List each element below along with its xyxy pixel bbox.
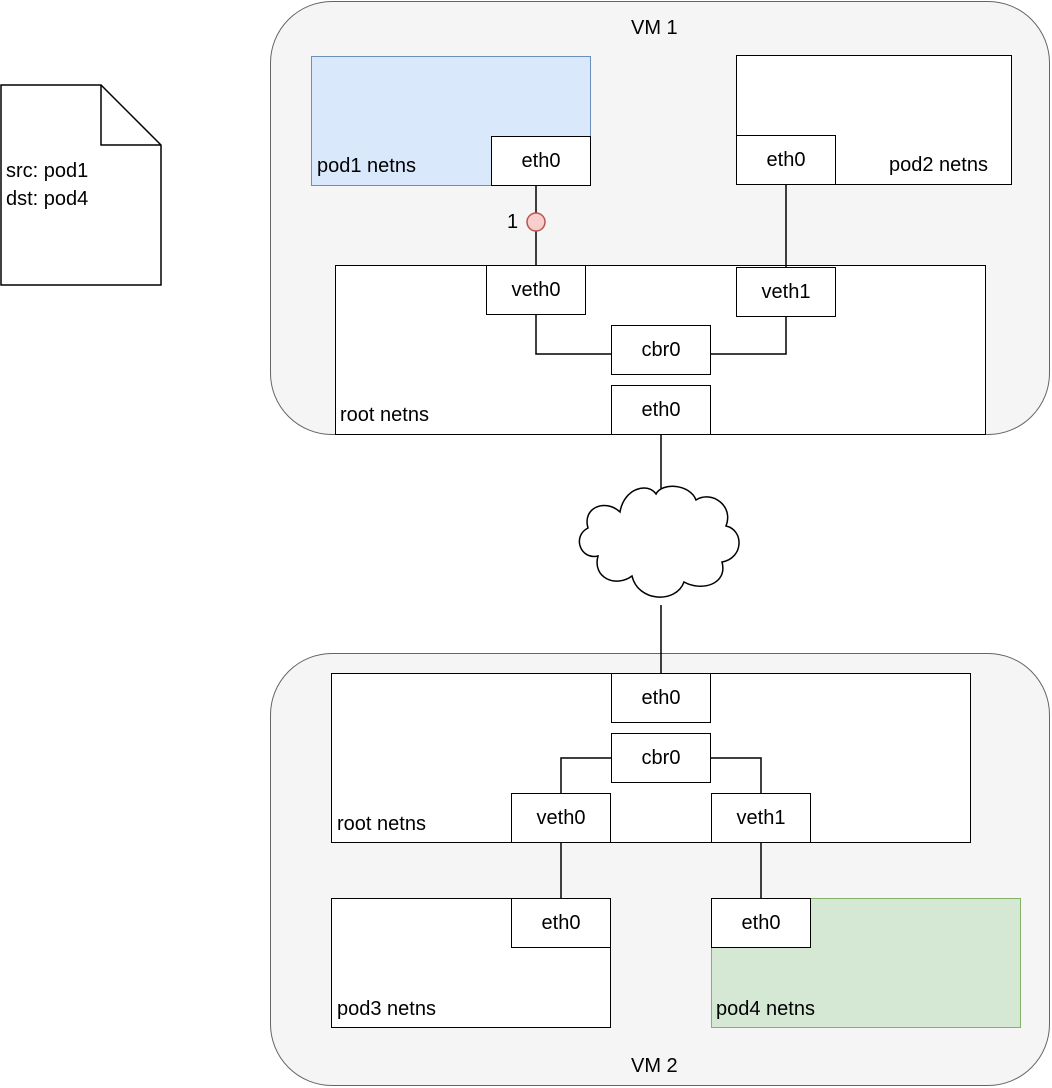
- packet-step-label: 1: [507, 211, 519, 233]
- vm2-eth0: eth0: [611, 673, 711, 723]
- vm2-veth0: veth0: [511, 793, 611, 843]
- packet-note: [0, 84, 162, 286]
- wire-cbr0-veth1: [711, 757, 762, 793]
- pod1-netns-label: pod1 netns: [317, 155, 416, 177]
- wire-cbr0-veth0: [560, 757, 611, 793]
- vm1-title: VM 1: [631, 17, 678, 39]
- packet-dst: dst: pod4: [6, 188, 89, 210]
- vm2-root-netns-label: root netns: [337, 813, 426, 835]
- vm2-veth1: veth1: [711, 793, 811, 843]
- vm1-veth0: veth0: [486, 265, 586, 315]
- vm1-veth1: veth1: [736, 267, 836, 317]
- pod4-eth0: eth0: [711, 898, 811, 948]
- vm1-cbr0: cbr0: [611, 325, 711, 375]
- wire-veth0-cbr0: [535, 315, 611, 355]
- packet-src: src: pod1: [6, 160, 89, 182]
- pod1-eth0: eth0: [491, 136, 591, 186]
- packet-position-marker: [526, 212, 546, 232]
- pod2-eth0: eth0: [736, 135, 836, 185]
- pod3-eth0: eth0: [511, 898, 611, 948]
- vm1-root-netns-label: root netns: [340, 404, 429, 426]
- pod2-netns-label: pod2 netns: [889, 154, 988, 176]
- vm2-cbr0: cbr0: [611, 733, 711, 783]
- network-cloud-icon: [578, 485, 740, 598]
- vm1-eth0: eth0: [611, 385, 711, 435]
- wire-veth1-cbr0: [711, 317, 787, 355]
- pod4-netns-label: pod4 netns: [716, 998, 815, 1020]
- pod3-netns-label: pod3 netns: [337, 998, 436, 1020]
- vm2-title: VM 2: [631, 1055, 678, 1077]
